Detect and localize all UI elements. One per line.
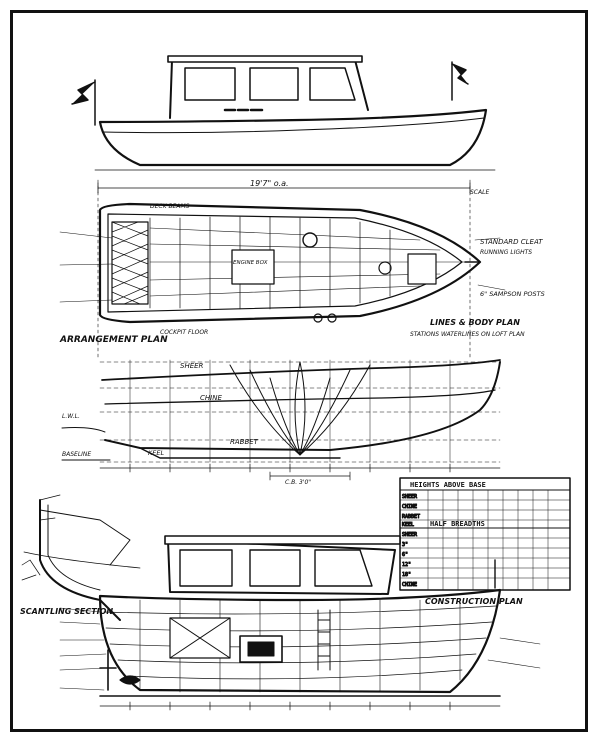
- offsets-row-label: 18": [402, 572, 411, 578]
- keel-label: KEEL: [148, 449, 164, 457]
- scantling-section-title: SCANTLING SECTION: [20, 607, 113, 616]
- scale-label: SCALE: [470, 189, 489, 196]
- offsets-row-label: 12": [402, 562, 411, 568]
- chine-label: CHINE: [200, 394, 222, 402]
- rabbet-label: RABBET: [230, 438, 259, 446]
- offsets-row-label: 3": [402, 542, 408, 548]
- profile-view: [71, 55, 496, 171]
- offsets-row-label: KEEL: [402, 522, 414, 528]
- half-breadths-table-title: HALF BREADTHS: [430, 520, 485, 528]
- heights-table-title: HEIGHTS ABOVE BASE: [410, 481, 486, 489]
- drawing-labels: 19'7" o.a. ARRANGEMENT PLAN STANDARD CLE…: [20, 179, 545, 616]
- lwl-label: L.W.L.: [62, 413, 80, 420]
- sheet-border: [10, 10, 588, 732]
- baseline-label: BASELINE: [62, 451, 91, 458]
- construction-plan-title: CONSTRUCTION PLAN: [425, 597, 523, 606]
- offsets-row-label: CHINE: [402, 504, 417, 510]
- running-lights-label: RUNNING LIGHTS: [480, 249, 532, 256]
- offsets-row-label: CHINE: [402, 582, 417, 588]
- offsets-row-label: 6": [402, 552, 408, 558]
- offsets-table: SHEER CHINE RABBET KEEL SHEER 3" 6" 12" 18" CHINE: [399, 477, 571, 591]
- lines-plan-view: [61, 359, 501, 481]
- engine-box-label: ENGINE BOX: [233, 260, 268, 266]
- arrangement-plan-view: [59, 179, 506, 361]
- lines-body-plan-title: LINES & BODY PLAN: [430, 318, 520, 327]
- offsets-row-label: SHEER: [402, 494, 418, 500]
- offsets-row-label: SHEER: [402, 532, 418, 538]
- standard-cleat-label: STANDARD CLEAT: [480, 238, 543, 246]
- construction-plan-view: [59, 535, 541, 711]
- cb-dimension-label: C.B. 3'0": [285, 479, 311, 486]
- scantling-section-view: [21, 494, 141, 621]
- offsets-row-label: RABBET: [402, 514, 420, 520]
- sampson-posts-label: 6" SAMPSON POSTS: [480, 290, 545, 298]
- overall-length-label: 19'7" o.a.: [250, 179, 289, 188]
- lines-subtitle: STATIONS WATERLINES ON LOFT PLAN: [410, 331, 525, 338]
- deck-beams-label: DECK BEAMS: [150, 203, 190, 210]
- cockpit-floor-label: COCKPIT FLOOR: [160, 329, 208, 336]
- arrangement-plan-title: ARRANGEMENT PLAN: [59, 335, 168, 345]
- sheer-label: SHEER: [180, 362, 204, 370]
